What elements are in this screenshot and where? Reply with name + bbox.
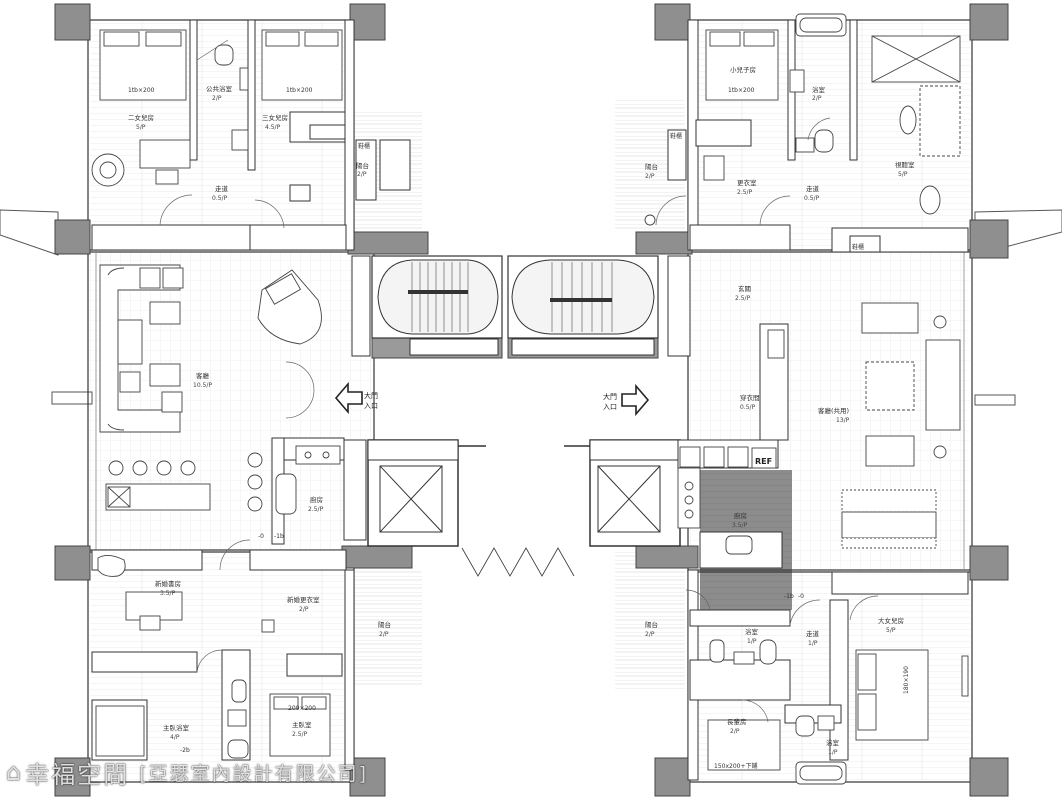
- room-size-foyer-east: 2.5/P: [735, 295, 751, 302]
- room-size-cloak-east: 0.5/P: [740, 404, 756, 411]
- room-name-son-room: 小兒子房: [730, 65, 756, 74]
- room-size-master-study: 3.5/P: [160, 590, 176, 597]
- watermark: ⌂ 幸福空間 [亞瑟室內設計有限公司]: [6, 752, 368, 792]
- tag-level-w: -2b: [180, 747, 190, 754]
- tags: 1tb×200 1tb×200 1tb×200 200×200 180×190 …: [128, 87, 910, 770]
- tag-bed-se: 180×190: [903, 666, 910, 694]
- room-name-kitchen-west: 廚房: [310, 495, 323, 504]
- tag-shoe-w: 鞋櫃: [358, 142, 370, 150]
- elevators: [367, 439, 681, 577]
- tag-level-e2: -0: [798, 593, 804, 600]
- room-size-public-bath: 2/P: [212, 95, 222, 102]
- room-size-elder-room: 2/P: [730, 728, 740, 735]
- room-name-bath-se: 浴室: [745, 627, 759, 636]
- room-size-kitchen-east: 3.5/P: [732, 522, 748, 529]
- room-name-balcony-se: 陽台: [645, 620, 658, 629]
- tag-bed-nw1: 1tb×200: [128, 87, 155, 94]
- entrance-left-label: 大門: [364, 391, 378, 400]
- room-size-balcony-se: 2/P: [645, 631, 655, 638]
- room-name-bath-se2: 浴室: [826, 738, 840, 747]
- room-name-elder-room: 長輩房: [727, 717, 747, 726]
- room-name-parents-room: 視聽室: [895, 160, 915, 169]
- stair-core: [371, 255, 659, 356]
- room-size-parents-room: 5/P: [898, 171, 908, 178]
- room-size-corridor-nw: 0.5/P: [212, 195, 228, 202]
- room-name-cloak-east: 穿衣間: [740, 393, 760, 402]
- room-name-foyer-east: 玄關: [738, 284, 751, 293]
- tag-bed-elder: 150x200+下鋪: [714, 762, 757, 770]
- room-name-corridor-ne: 走道: [806, 184, 820, 193]
- room-size-bath-se2: 1/P: [828, 749, 838, 756]
- room-size-dress-ne: 2.5/P: [737, 189, 753, 196]
- room-size-third-daughter: 4.5/P: [265, 124, 281, 131]
- tag-ref: REF: [755, 457, 772, 466]
- entrance-arrow-left: 大門 入口: [334, 381, 378, 415]
- tag-shoe-e: 鞋櫃: [852, 243, 864, 251]
- room-size-eldest-daughter: 5/P: [886, 627, 896, 634]
- room-size-kitchen-west: 2.5/P: [308, 506, 324, 513]
- entrance-right-label: 大門: [603, 392, 617, 401]
- tag-bed-ne: 1tb×200: [728, 87, 755, 94]
- tag-bed-nw2: 1tb×200: [286, 87, 313, 94]
- room-name-dress-ne: 更衣室: [737, 178, 757, 187]
- room-name-public-bath: 公共浴室: [206, 84, 233, 93]
- entrance-right-sub: 入口: [603, 403, 617, 411]
- room-name-balcony-nw: 陽台: [356, 161, 369, 170]
- furniture-west: [91, 29, 343, 759]
- furniture-east: [644, 13, 969, 785]
- room-name-balcony-sw: 陽台: [378, 620, 391, 629]
- room-name-eldest-daughter: 大女兒房: [878, 616, 904, 625]
- room-name-corridor-nw: 走道: [215, 184, 229, 193]
- room-name-corridor-se: 走道: [806, 629, 820, 638]
- tag-level-w3: -0: [258, 533, 264, 540]
- watermark-company: [亞瑟室內設計有限公司]: [139, 762, 369, 785]
- watermark-brand: 幸福空間: [25, 760, 130, 789]
- entrance-arrow-right: 大門 入口: [603, 383, 650, 417]
- door-swings: [159, 39, 879, 723]
- room-size-master-bed: 2.5/P: [292, 731, 308, 738]
- room-name-third-daughter: 三女兒房: [262, 113, 288, 122]
- room-size-corridor-ne: 0.5/P: [804, 195, 820, 202]
- room-size-balcony-nw: 2/P: [357, 171, 367, 178]
- room-size-balcony-ne: 2/P: [645, 173, 655, 180]
- room-size-living-east: 13/P: [836, 417, 850, 424]
- room-name-balcony-ne: 陽台: [645, 162, 658, 171]
- tag-level-w2: -1b: [274, 533, 284, 540]
- room-name-living-east: 客廳(共用): [818, 406, 849, 415]
- room-labels: 二女兒房 5/P 公共浴室 2/P 三女兒房 4.5/P 走道 0.5/P 陽台…: [128, 65, 915, 756]
- room-name-second-daughter: 二女兒房: [128, 113, 154, 122]
- room-size-master-closet: 2/P: [299, 606, 309, 613]
- room-name-bath-ne: 浴室: [812, 85, 826, 94]
- room-name-kitchen-east: 廚房: [734, 511, 747, 520]
- room-name-master-study: 新婚書房: [155, 579, 181, 588]
- room-name-master-bed: 主臥室: [292, 720, 312, 729]
- tag-bed-sw: 200×200: [288, 705, 316, 712]
- room-size-balcony-sw: 2/P: [379, 631, 389, 638]
- tag-shoe-ne: 鞋櫃: [670, 132, 682, 140]
- room-name-living-west: 客廳: [196, 371, 210, 380]
- tag-level-e: -1b: [784, 593, 794, 600]
- home-logo-icon: ⌂: [6, 758, 22, 786]
- room-size-living-west: 10.5/P: [193, 382, 212, 389]
- room-size-bath-ne: 2/P: [812, 95, 822, 102]
- room-size-master-bath: 4/P: [170, 734, 180, 741]
- room-name-master-closet: 新婚更衣室: [287, 595, 320, 604]
- room-size-corridor-se: 1/P: [808, 640, 818, 647]
- room-size-second-daughter: 5/P: [136, 124, 146, 131]
- room-size-bath-se: 1/P: [747, 638, 757, 645]
- entrance-left-sub: 入口: [364, 402, 378, 410]
- room-name-master-bath: 主臥浴室: [163, 723, 190, 732]
